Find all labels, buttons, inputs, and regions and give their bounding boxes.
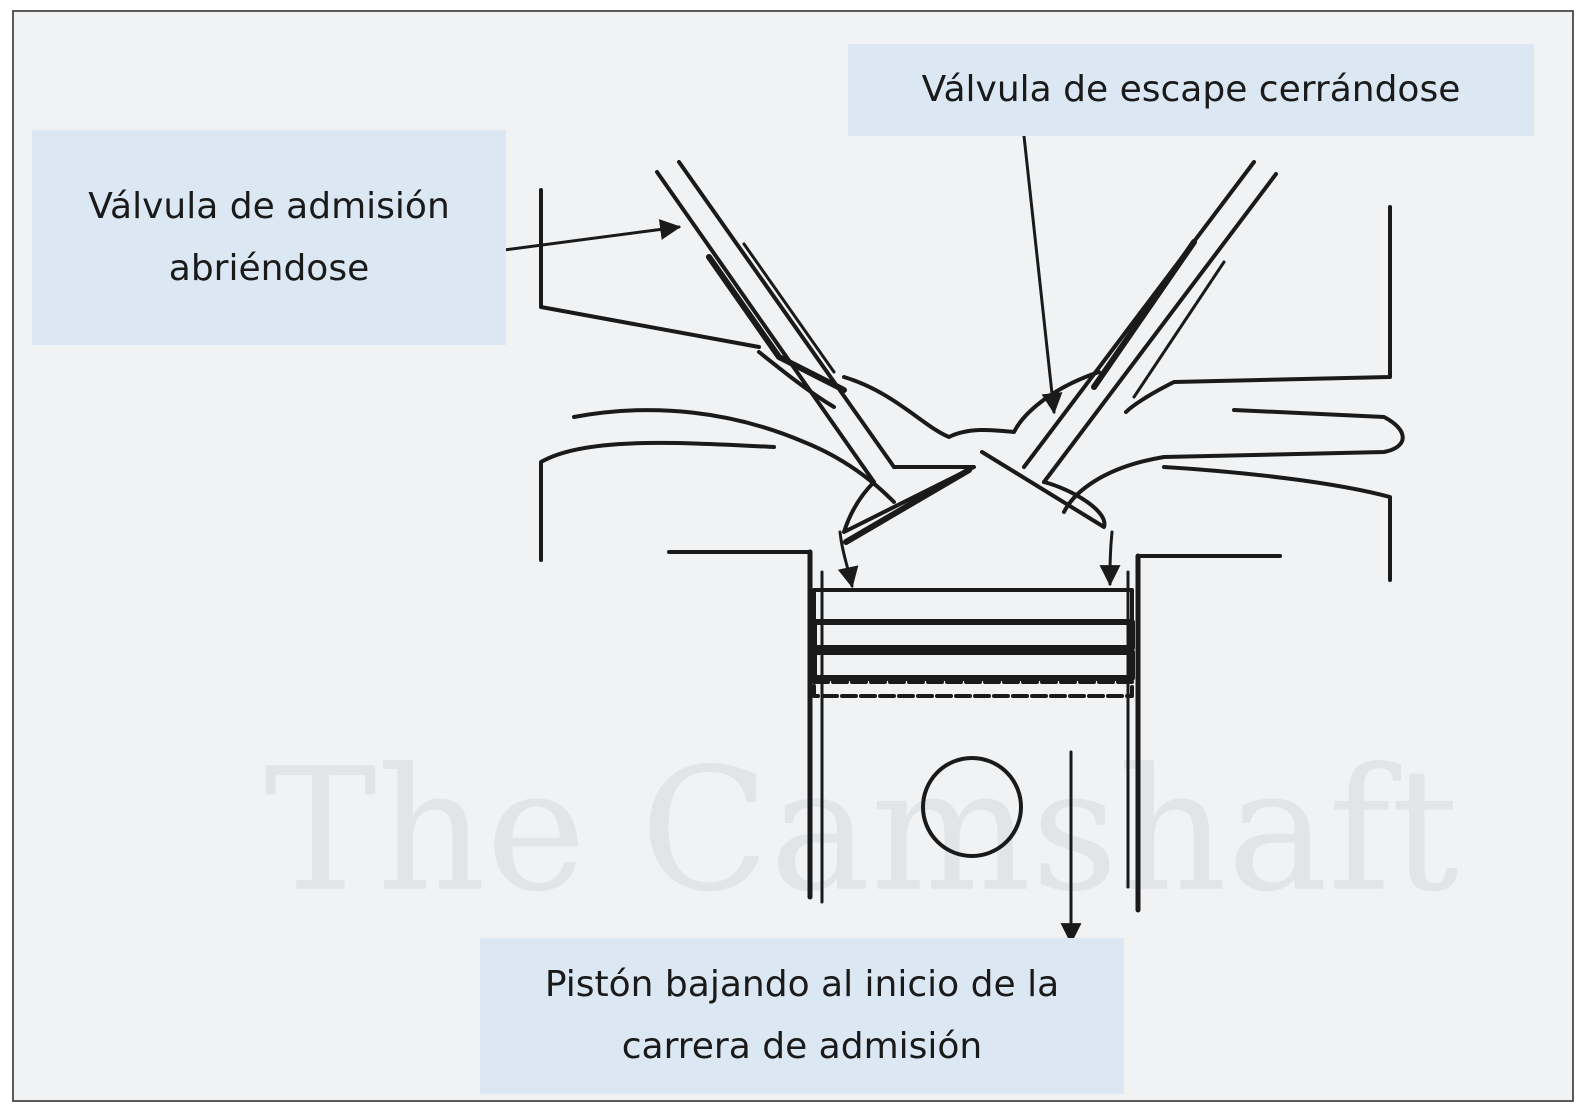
piston-oil-ring	[812, 680, 1134, 698]
intake-valve-label-line2: abriéndose	[168, 247, 370, 289]
engine-intake-stroke-diagram	[502, 134, 1405, 945]
intake-port-upper	[572, 408, 896, 504]
exhaust-port-loop	[1062, 408, 1405, 514]
intake-valve-guide-inner	[742, 242, 836, 374]
piston-label-line2: carrera de admisión	[621, 1026, 983, 1067]
left-head-side-wall	[539, 440, 776, 562]
figure-frame: The Camshaft	[12, 10, 1574, 1102]
piston-ring-2	[811, 649, 1135, 681]
intake-valve-stem-right	[677, 160, 896, 469]
exhaust-valve-guide-inner	[1132, 260, 1226, 399]
combustion-chamber-roof	[842, 370, 1101, 439]
right-head-outer-wall	[1124, 205, 1392, 414]
intake-leader-arrow	[502, 219, 682, 252]
exhaust-leader-arrow	[1022, 134, 1063, 415]
faint-background-watermark: The Camshaft	[264, 732, 1459, 929]
piston-ring-1	[811, 619, 1135, 651]
intake-flow-arrow	[837, 530, 859, 589]
intake-seat-contour	[757, 350, 836, 409]
exhaust-valve-stem-right	[1042, 172, 1278, 484]
exhaust-flow-arrow	[1099, 530, 1121, 587]
piston-label: Pistón bajando al inicio de la carrera d…	[480, 938, 1124, 1094]
intake-valve-face	[843, 467, 972, 545]
right-head-side-wall	[1162, 465, 1392, 582]
intake-valve-head	[842, 465, 976, 534]
piston-label-line1: Pistón bajando al inicio de la	[544, 964, 1060, 1005]
intake-valve-label: Válvula de admisión abriéndose	[32, 130, 506, 345]
exhaust-valve-stem-left	[1022, 160, 1256, 469]
exhaust-valve-guide	[1091, 239, 1197, 390]
exhaust-valve-label: Válvula de escape cerrándose	[848, 44, 1534, 136]
intake-valve-guide	[706, 254, 847, 393]
piston-crown	[812, 588, 1134, 624]
left-head-outer-wall	[539, 188, 761, 349]
wrist-pin	[921, 756, 1023, 858]
intake-valve-stem-left	[655, 170, 876, 484]
intake-valve-label-line1: Válvula de admisión	[88, 185, 450, 227]
exhaust-valve-label-line1: Válvula de escape cerrándose	[921, 69, 1461, 110]
svg-text:The Camshaft: The Camshaft	[264, 732, 1459, 929]
exhaust-valve-head	[980, 450, 1107, 529]
